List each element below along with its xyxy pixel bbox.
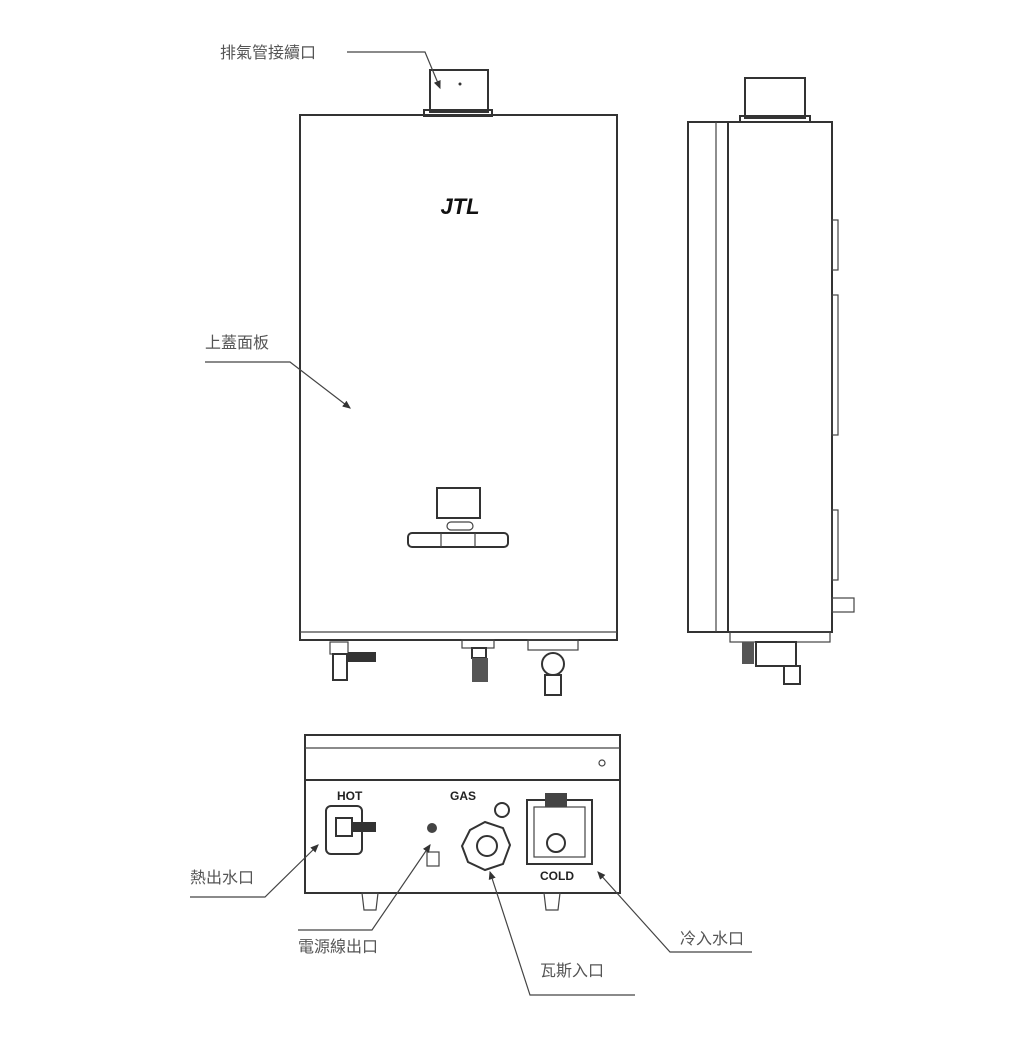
side-view xyxy=(687,77,855,685)
cold-inlet-box xyxy=(526,799,593,865)
callout-top-cover: 上蓋面板 xyxy=(205,333,351,409)
gas-tag: GAS xyxy=(450,789,476,803)
power-cord-outlet xyxy=(427,823,437,833)
callout-label: 冷入水口 xyxy=(680,929,744,948)
callout-label: 熱出水口 xyxy=(190,868,254,887)
hot-tag: HOT xyxy=(337,789,363,803)
exhaust-pipe xyxy=(429,69,489,113)
top-cover-panel xyxy=(299,114,618,641)
callout-gas-inlet: 瓦斯入口 xyxy=(488,870,635,996)
foot-left xyxy=(361,892,379,911)
front-fittings xyxy=(329,639,579,696)
bottom-view: HOT GAS COLD xyxy=(304,734,621,911)
front-view: JTL xyxy=(299,69,618,696)
foot-right xyxy=(543,892,561,911)
callout-label: 瓦斯入口 xyxy=(540,961,604,980)
gas-inlet-nut xyxy=(460,820,512,872)
callout-label: 排氣管接續口 xyxy=(220,43,316,62)
callout-label: 電源線出口 xyxy=(298,937,378,956)
control-buttons xyxy=(407,532,509,548)
callout-cold-inlet: 冷入水口 xyxy=(597,871,752,953)
callout-label: 上蓋面板 xyxy=(205,333,269,352)
cold-tag: COLD xyxy=(540,869,574,883)
callout-power-outlet: 電源線出口 xyxy=(298,844,431,956)
brand-logo: JTL xyxy=(440,194,479,219)
callout-exhaust: 排氣管接續口 xyxy=(220,43,441,90)
callout-hot-outlet: 熱出水口 xyxy=(190,844,319,898)
display-window xyxy=(436,487,481,519)
